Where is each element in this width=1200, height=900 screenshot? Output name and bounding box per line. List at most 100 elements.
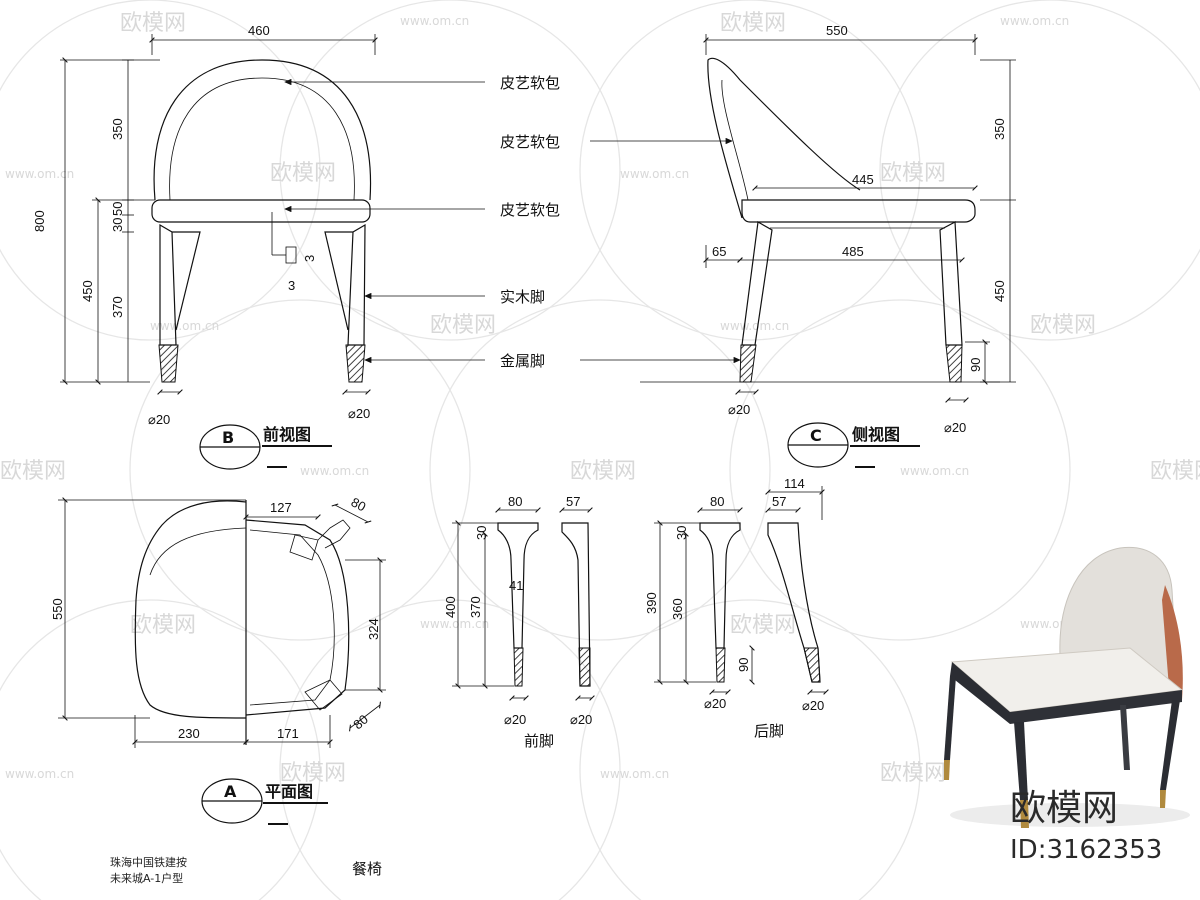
rear-leg-detail: 80 57 114 390 360 30 90 ⌀20 ⌀20 后脚: [644, 476, 829, 740]
plan-backrest-line: [149, 527, 247, 576]
watermark-logos: 欧模网 www.om.cn 欧模网 www.om.cn 欧模网 欧模网 www.…: [0, 11, 1200, 786]
plan-side-value: 324: [366, 618, 381, 640]
side-depth-value: 550: [826, 23, 848, 38]
chair-photo-leg-tip: [1020, 800, 1029, 828]
front-width-value: 460: [248, 23, 270, 38]
side-offset-value: 65: [712, 244, 726, 259]
front-leg-top-height: 30: [474, 526, 489, 540]
side-front-dia-value: ⌀20: [728, 402, 750, 417]
watermark-url: www.om.cn: [400, 14, 469, 28]
front-view: 3 3 460 800 450 350 30 50 370 ⌀20 ⌀20 B …: [32, 23, 378, 470]
front-leg-title: 前脚: [524, 732, 554, 750]
watermark-url: www.om.cn: [5, 167, 74, 181]
plan-corner-a-value: 80: [349, 494, 369, 514]
item-name: 餐椅: [352, 860, 382, 878]
chair-photo: [944, 546, 1190, 828]
front-backrest-outline: [153, 59, 372, 201]
material-callouts: 皮艺软包 皮艺软包 皮艺软包 实木脚 金属脚: [284, 74, 741, 370]
rear-leg-body-value: 360: [670, 598, 685, 620]
side-rear-dia-value: ⌀20: [944, 420, 966, 435]
plan-frame-inner: [249, 529, 335, 706]
chair-photo-seat-frame-front: [1010, 690, 1182, 724]
rear-leg-metal-value: 90: [736, 658, 751, 672]
front-leg-side-metal: [578, 647, 591, 687]
plan-corner-a-dim: [331, 503, 372, 524]
watermark-brand: 欧模网: [280, 761, 346, 786]
watermark-brand: 欧模网: [130, 613, 196, 638]
front-leg-dia-b: ⌀20: [570, 712, 592, 727]
plan-leg-top: [289, 534, 319, 561]
watermark-url: www.om.cn: [600, 767, 669, 781]
front-leg-side-value: 57: [566, 494, 580, 509]
side-backrest-outline: [707, 57, 861, 219]
chair-photo-shadow: [950, 803, 1190, 827]
rear-leg-side-metal: [803, 647, 821, 683]
callout-leather-back: 皮艺软包: [500, 74, 560, 92]
plan-view: 550 230 171 127 80 324 80 A 平面图: [50, 494, 386, 825]
plan-leg-bottom: [304, 679, 343, 711]
front-leg-body-value: 370: [468, 596, 483, 618]
rear-leg-slant-value: 114: [784, 476, 805, 491]
front-right-dia-value: ⌀20: [348, 406, 370, 421]
watermark-url: www.om.cn: [620, 167, 689, 181]
watermark-brand: 欧模网: [0, 459, 66, 484]
front-backrest-inner: [169, 77, 355, 201]
watermark-brand: 欧模网: [430, 313, 496, 338]
chair-photo-back-edge: [1162, 585, 1183, 700]
callout-solid-wood-leg: 实木脚: [500, 288, 545, 306]
watermark-brand: 欧模网: [880, 761, 946, 786]
rear-leg-side-value: 57: [772, 494, 786, 509]
rear-leg-front-metal: [715, 647, 726, 683]
watermark-brand: 欧模网: [570, 459, 636, 484]
front-left-dia-value: ⌀20: [148, 412, 170, 427]
side-seat-height-value: 450: [992, 280, 1007, 302]
rear-leg-total-value: 390: [644, 592, 659, 614]
callout-metal-leg: 金属脚: [500, 352, 545, 370]
side-metal-value: 90: [968, 358, 983, 372]
front-leg-dia-a: ⌀20: [504, 712, 526, 727]
plan-half-left-value: 230: [178, 726, 200, 741]
chair-photo-leg: [1160, 700, 1180, 790]
plan-view-title: 平面图: [265, 782, 313, 801]
front-view-title: 前视图: [263, 425, 311, 444]
front-detail-height: 3: [302, 255, 317, 262]
front-leg-detail: 80 57 400 370 30 41 ⌀20 ⌀20 前脚: [443, 494, 595, 750]
front-leg-front-metal: [513, 647, 524, 687]
callout-leather-seat: 皮艺软包: [500, 201, 560, 219]
rear-leg-top-value: 80: [710, 494, 724, 509]
plan-right-outline: [245, 519, 350, 716]
plan-view-badge-letter: A: [224, 782, 237, 801]
watermark-brand: 欧模网: [720, 11, 786, 36]
chair-photo-leg-tip: [944, 760, 950, 780]
front-leg-height-value: 370: [110, 296, 125, 318]
side-rear-metal-tip: [945, 344, 963, 383]
rear-leg-dia-a: ⌀20: [704, 696, 726, 711]
corner-brand-id: ID:3162353: [1010, 835, 1162, 865]
plan-half-right-value: 171: [277, 726, 299, 741]
plan-corner-b-dim: [349, 701, 381, 732]
watermark-url: www.om.cn: [720, 319, 789, 333]
watermark-brand: 欧模网: [120, 11, 186, 36]
chair-photo-leg: [1014, 722, 1028, 800]
front-view-badge-letter: B: [222, 428, 234, 447]
side-view-title: 侧视图: [852, 425, 900, 444]
side-back-height-value: 350: [992, 118, 1007, 140]
side-backrest-inner: [721, 79, 749, 201]
plan-left-outline: [134, 500, 247, 719]
rear-leg-dia-b: ⌀20: [802, 698, 824, 713]
side-view: 550 445 485 65 350 450 90 ⌀20 ⌀20 C 侧视图: [640, 23, 1016, 468]
plan-leg-section: [317, 519, 351, 549]
project-note-line2: 未来城A-1户型: [110, 871, 183, 885]
side-view-badge-letter: C: [810, 426, 822, 445]
side-leg-span-value: 485: [842, 244, 864, 259]
watermark-url: www.om.cn: [420, 617, 489, 631]
front-detail-width: 3: [288, 278, 295, 293]
watermark-url: www.om.cn: [150, 319, 219, 333]
chair-photo-leg-tip: [1160, 790, 1166, 808]
front-seat-thick-b: 50: [110, 202, 125, 216]
watermark-brand: 欧模网: [1030, 313, 1096, 338]
side-seat-depth-value: 445: [852, 172, 874, 187]
front-leg-total-value: 400: [443, 596, 458, 618]
